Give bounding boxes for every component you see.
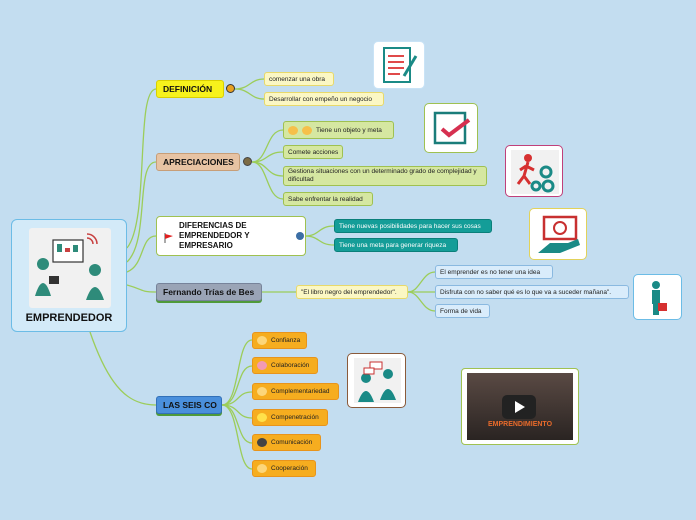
runner-gears-icon (505, 145, 563, 197)
heart-hands-icon (288, 125, 298, 135)
diferencias-item-1[interactable]: Tiene nuevas posibilidades para hacer su… (334, 219, 492, 233)
seis-co-item-confianza[interactable]: Confianza (252, 332, 307, 349)
root-label: EMPRENDEDOR (25, 312, 113, 324)
diferencias-label-line2: EMPRENDEDOR Y (179, 231, 250, 240)
apreciaciones-item-3[interactable]: Gestiona situaciones con un determinado … (283, 166, 487, 186)
wordpress-icon (296, 232, 304, 240)
apreciaciones-item-2[interactable]: Comete acciones (283, 145, 343, 159)
business-meeting-illustration (29, 228, 111, 308)
seis-co-item-colaboracion[interactable]: Colaboración (252, 357, 318, 374)
seis-co-item-comunicacion[interactable]: Comunicación (252, 434, 321, 451)
branch-apreciaciones[interactable]: APRECIACIONES (156, 153, 240, 171)
fernando-item-2[interactable]: Disfruta con no saber qué es lo que va a… (435, 285, 629, 299)
globe-icon (243, 157, 252, 166)
video-caption: EMPRENDIMIENTO (487, 421, 553, 428)
branch-fernando[interactable]: Fernando Trías de Bes (156, 283, 262, 301)
seis-co-item-cooperacion[interactable]: Cooperación (252, 460, 316, 477)
diferencias-item-2[interactable]: Tiene una meta para generar riqueza (334, 238, 458, 252)
apreciaciones-item-1[interactable]: Tiene un objeto y meta (283, 121, 394, 139)
handshake-icon (257, 464, 267, 473)
flag-icon (164, 230, 174, 243)
seis-co-item-complementariedad[interactable]: Complementariedad (252, 383, 339, 400)
fernando-item-3[interactable]: Forma de vida (435, 304, 490, 318)
root-node-emprendedor[interactable]: EMPRENDEDOR (11, 219, 127, 332)
apreciaciones-item-4[interactable]: Sabe enfrentar la realidad (283, 192, 373, 206)
definicion-item-1[interactable]: comenzar una obra (264, 72, 334, 86)
muscle-icon (302, 125, 312, 135)
video-thumbnail[interactable]: EMPRENDIMIENTO (461, 368, 579, 445)
bee-icon (226, 84, 235, 93)
brain-icon (257, 361, 267, 370)
fernando-item-1[interactable]: El emprender es no tener una idea (435, 265, 553, 279)
person-icon (257, 387, 267, 396)
smile-icon (257, 413, 267, 422)
diferencias-label-line3: EMPRESARIO (179, 241, 233, 250)
person-suitcase-icon (633, 274, 682, 320)
fernando-book[interactable]: "El libro negro del emprendedor". (296, 285, 408, 299)
speaking-head-icon (257, 438, 267, 447)
muscle-icon (257, 336, 267, 345)
checkmark-icon (424, 103, 478, 153)
branch-definicion[interactable]: DEFINICIÓN (156, 80, 224, 98)
people-chat-icon (347, 353, 406, 408)
definicion-item-2[interactable]: Desarrollar con empeño un negocio (264, 92, 384, 106)
play-icon[interactable] (502, 395, 536, 419)
branch-diferencias[interactable]: DIFERENCIAS DE EMPRENDEDOR Y EMPRESARIO (156, 216, 306, 256)
branch-seis-co[interactable]: LAS SEIS CO (156, 396, 222, 414)
diferencias-label-line1: DIFERENCIAS DE (179, 221, 247, 230)
document-icon (373, 41, 425, 89)
money-hand-icon (529, 208, 587, 260)
seis-co-item-compenetracion[interactable]: Compenetración (252, 409, 328, 426)
